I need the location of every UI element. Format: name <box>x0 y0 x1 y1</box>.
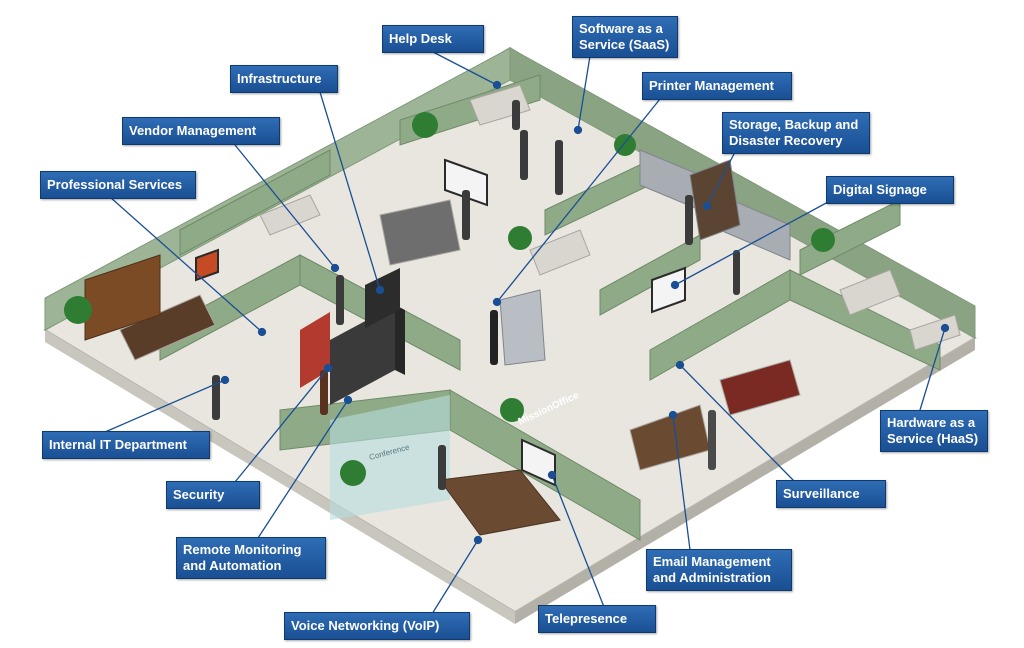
label-haas: Hardware as a Service (HaaS) <box>880 410 988 452</box>
label-remote-monitoring: Remote Monitoring and Automation <box>176 537 326 579</box>
back-wall-right <box>509 47 976 339</box>
label-email-management: Email Management and Administration <box>646 549 792 591</box>
label-voip: Voice Networking (VoIP) <box>284 612 470 640</box>
printer <box>499 289 546 366</box>
people <box>212 100 740 490</box>
leader-lines <box>104 51 950 615</box>
label-surveillance: Surveillance <box>776 480 886 508</box>
label-vendor-management: Vendor Management <box>122 117 280 145</box>
floor-edge-right <box>515 338 975 624</box>
label-professional-services: Professional Services <box>40 171 196 199</box>
label-security: Security <box>166 481 260 509</box>
label-help-desk: Help Desk <box>382 25 484 53</box>
label-telepresence: Telepresence <box>538 605 656 633</box>
label-digital-signage: Digital Signage <box>826 176 954 204</box>
conference-table <box>439 469 561 536</box>
conference-glass <box>330 395 450 520</box>
label-internal-it: Internal IT Department <box>42 431 210 459</box>
server-racks <box>300 268 405 405</box>
floor-edge <box>45 330 515 624</box>
desks <box>119 84 961 471</box>
wall-screens <box>195 158 686 487</box>
storage-cabinets <box>639 149 791 261</box>
plants <box>64 112 835 486</box>
label-infrastructure: Infrastructure <box>230 65 338 93</box>
label-printer-management: Printer Management <box>642 72 792 100</box>
label-storage-backup: Storage, Backup and Disaster Recovery <box>722 112 870 154</box>
label-saas: Software as a Service (SaaS) <box>572 16 678 58</box>
